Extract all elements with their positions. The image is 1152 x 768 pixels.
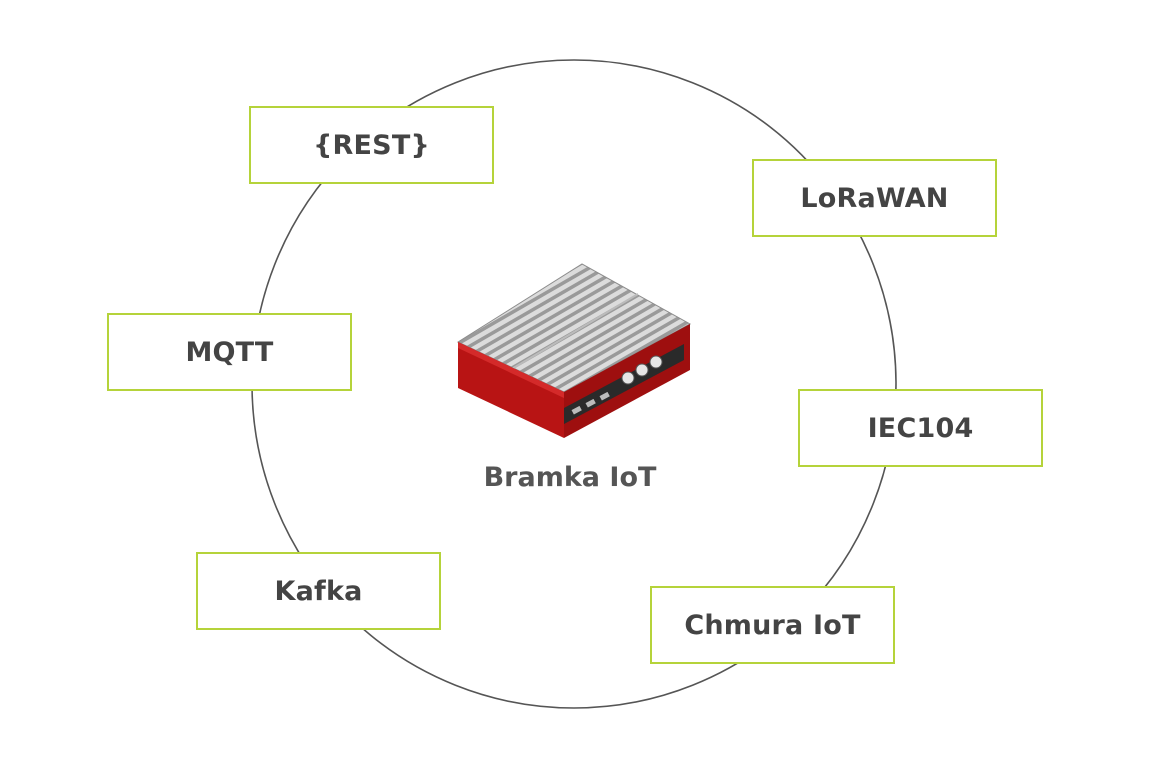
protocol-box-mqtt: MQTT xyxy=(107,313,352,391)
protocol-label-lorawan: LoRaWAN xyxy=(800,182,949,214)
gateway-label: Bramka IoT xyxy=(483,462,657,493)
protocol-label-iot-cloud: Chmura IoT xyxy=(684,609,861,641)
iot-gateway-device-icon xyxy=(456,263,692,438)
protocol-box-rest: {REST} xyxy=(249,106,494,184)
protocol-label-rest: {REST} xyxy=(313,129,430,161)
protocol-label-mqtt: MQTT xyxy=(185,336,274,368)
protocol-label-kafka: Kafka xyxy=(274,575,363,607)
protocol-box-lorawan: LoRaWAN xyxy=(752,159,997,237)
protocol-box-kafka: Kafka xyxy=(196,552,441,630)
protocol-box-iec104: IEC104 xyxy=(798,389,1043,467)
protocol-label-iec104: IEC104 xyxy=(867,412,974,444)
protocol-box-iot-cloud: Chmura IoT xyxy=(650,586,895,664)
